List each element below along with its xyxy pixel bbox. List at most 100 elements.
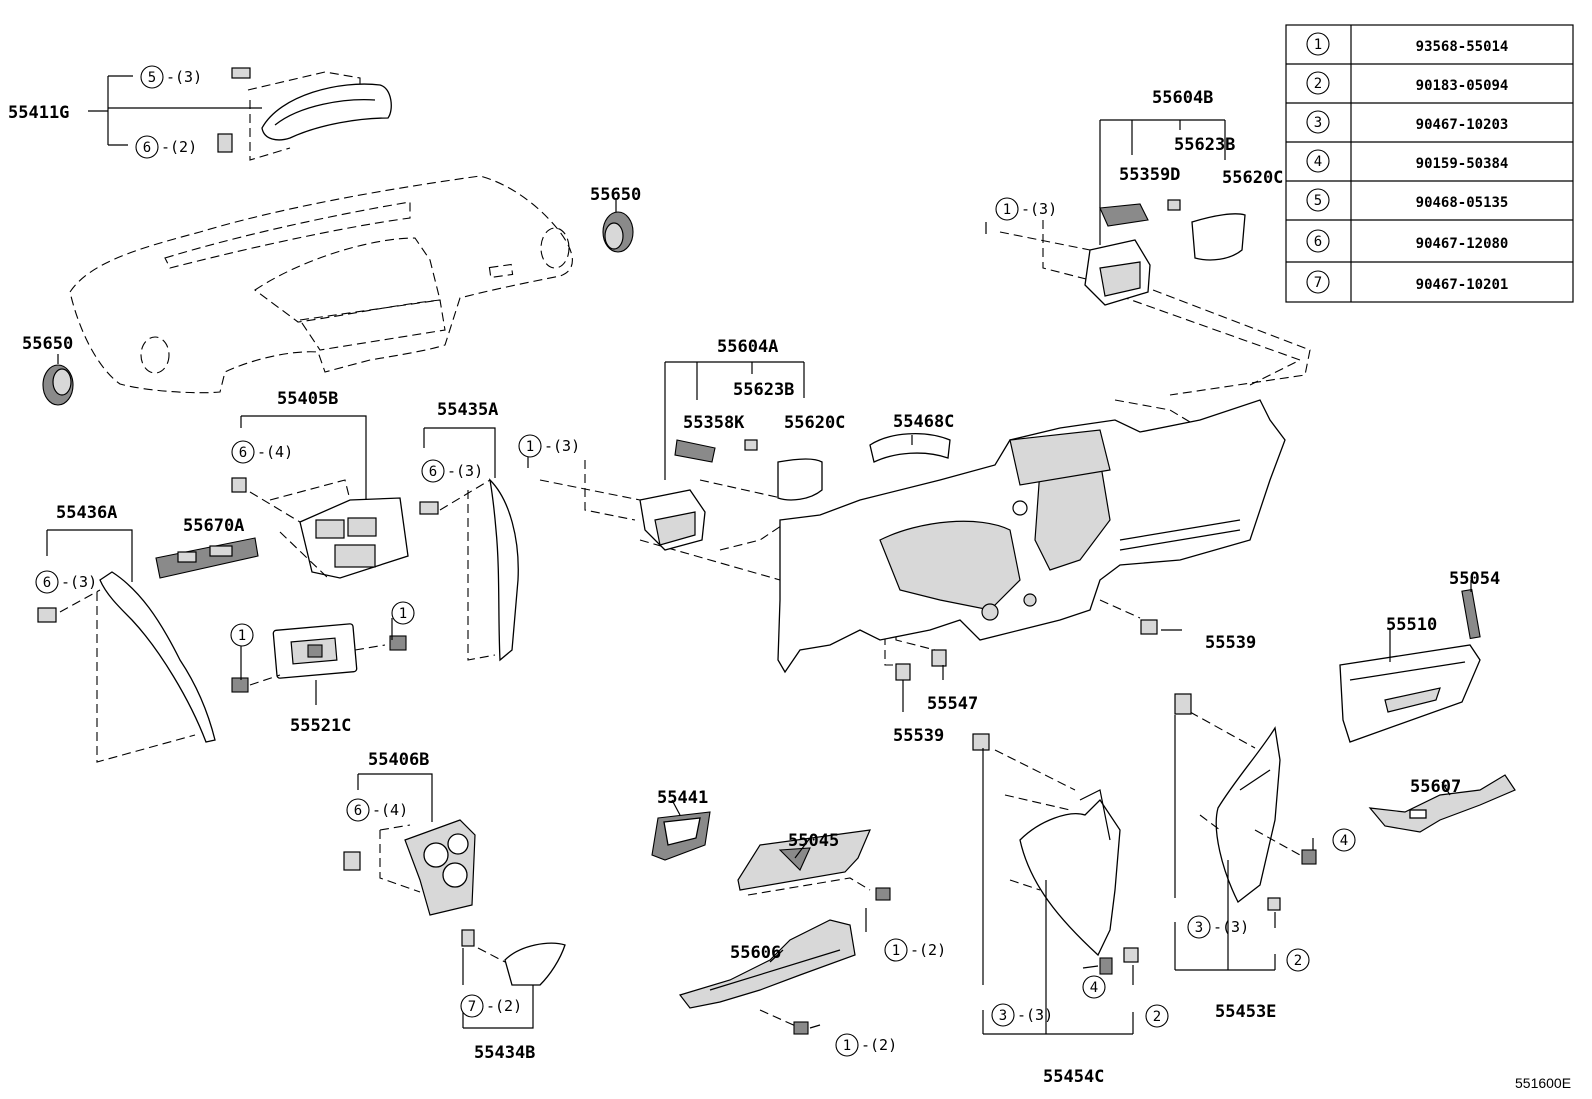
callout-num: 6 <box>43 575 51 591</box>
callout-qty: -(2) <box>486 997 522 1015</box>
callout-qty: -(3) <box>1021 200 1057 218</box>
callout-num: 3 <box>999 1008 1007 1024</box>
fastener-table: 1 93568-55014 2 90183-05094 3 90467-1020… <box>1285 24 1574 303</box>
table-num: 2 <box>1314 76 1322 92</box>
part-label: 55434B <box>474 1043 535 1063</box>
callout-qty: -(3) <box>1213 918 1249 936</box>
part-label: 55359D <box>1119 165 1180 185</box>
clip-55547 <box>931 649 947 667</box>
callout: 6 -(2) <box>135 135 197 159</box>
lower-cover <box>461 929 566 986</box>
callout-num: 2 <box>1153 1009 1161 1025</box>
callout-qty: -(4) <box>372 801 408 819</box>
callout: 4 <box>1082 975 1106 999</box>
table-part-number: 90183-05094 <box>1416 78 1509 94</box>
part-label: 55620C <box>784 413 845 433</box>
callout: 1 -(3) <box>995 197 1057 221</box>
part-label: 55054 <box>1449 569 1500 589</box>
callout-num: 4 <box>1090 980 1098 996</box>
duct-left <box>639 439 823 551</box>
callout: 1 -(3) <box>518 434 580 458</box>
pillar-trim <box>419 478 519 662</box>
part-label: 55358K <box>683 413 745 433</box>
callout-num: 1 <box>892 943 900 959</box>
meter-hood <box>217 67 392 161</box>
callout-num: 7 <box>468 999 476 1015</box>
lower-panel-55045 <box>737 829 891 901</box>
callout-qty: -(3) <box>1017 1006 1053 1024</box>
callout: 2 <box>1286 948 1310 972</box>
callout-num: 5 <box>148 70 156 86</box>
callout-num: 6 <box>239 445 247 461</box>
side-panel-left <box>37 571 216 763</box>
callout: 3 -(3) <box>991 1003 1053 1027</box>
callout: 2 <box>1145 1004 1169 1028</box>
callout: 5 -(3) <box>140 65 202 89</box>
callout: 6 -(3) <box>421 459 483 483</box>
panel-55521c <box>231 623 407 693</box>
callout-num: 1 <box>238 628 246 644</box>
part-label: 55441 <box>657 788 708 808</box>
dashboard-outline <box>69 175 573 394</box>
part-label: 55454C <box>1043 1067 1104 1087</box>
callout-qty: -(3) <box>166 68 202 86</box>
table-num: 1 <box>1314 37 1322 53</box>
part-label: 55547 <box>927 694 978 714</box>
callout: 7 -(2) <box>460 994 522 1018</box>
part-label: 55650 <box>590 185 641 205</box>
brackets <box>46 75 1472 1035</box>
part-label: 55453E <box>1215 1002 1276 1022</box>
callout-qty: -(3) <box>544 437 580 455</box>
callout-num: 2 <box>1294 953 1302 969</box>
callout: 6 -(4) <box>231 440 293 464</box>
callout-num: 3 <box>1195 920 1203 936</box>
part-label: 55606 <box>730 943 781 963</box>
part-label: 55650 <box>22 334 73 354</box>
callout-num: 1 <box>1003 202 1011 218</box>
part-label: 55623B <box>733 380 794 400</box>
clip-55539-right <box>1140 619 1158 635</box>
callout-num: 6 <box>143 140 151 156</box>
strip-55468c <box>869 433 951 463</box>
part-label: 55406B <box>368 750 429 770</box>
vent-left <box>42 364 74 406</box>
callout-num: 1 <box>526 439 534 455</box>
callout: 1 -(2) <box>884 938 946 962</box>
part-label: 55607 <box>1410 777 1461 797</box>
callouts: 5 -(3) 6 -(2) 6 -(4) 6 -(3) 1 -(3) 6 -(3… <box>35 65 1356 1057</box>
part-label: 55436A <box>56 503 117 523</box>
part-label: 55405B <box>277 389 338 409</box>
table-part-number: 90467-10201 <box>1416 277 1509 293</box>
part-label: 55539 <box>893 726 944 746</box>
lower-panel-right <box>1174 693 1317 911</box>
vent-right <box>602 211 634 253</box>
table-row: 2 90183-05094 <box>1306 71 1509 95</box>
callout-qty: -(2) <box>910 941 946 959</box>
table-row: 3 90467-10203 <box>1306 110 1509 134</box>
part-label: 55411G <box>8 103 69 123</box>
table-num: 7 <box>1314 275 1322 291</box>
part-label: 55539 <box>1205 633 1256 653</box>
lower-center-panel <box>343 819 476 916</box>
table-part-number: 90159-50384 <box>1416 156 1509 172</box>
part-label: 55604A <box>717 337 778 357</box>
brace-55607 <box>1368 774 1516 833</box>
callout-qty: -(4) <box>257 443 293 461</box>
table-part-number: 93568-55014 <box>1416 39 1509 55</box>
table-num: 4 <box>1314 154 1322 170</box>
glove-box <box>1339 644 1481 743</box>
table-part-number: 90467-12080 <box>1416 236 1509 252</box>
callout: 3 -(3) <box>1187 915 1249 939</box>
table-part-number: 90467-10203 <box>1416 117 1509 133</box>
callout-num: 1 <box>843 1038 851 1054</box>
callout-num: 6 <box>354 803 362 819</box>
callout-qty: -(2) <box>161 138 197 156</box>
diagram-reference-code: 551600E <box>1515 1075 1571 1091</box>
callout: 6 -(4) <box>346 798 408 822</box>
callout: 4 <box>1332 828 1356 852</box>
part-label: 55468C <box>893 412 954 432</box>
callout: 1 <box>391 601 415 625</box>
part-label: 55604B <box>1152 88 1213 108</box>
part-label: 55623B <box>1174 135 1235 155</box>
